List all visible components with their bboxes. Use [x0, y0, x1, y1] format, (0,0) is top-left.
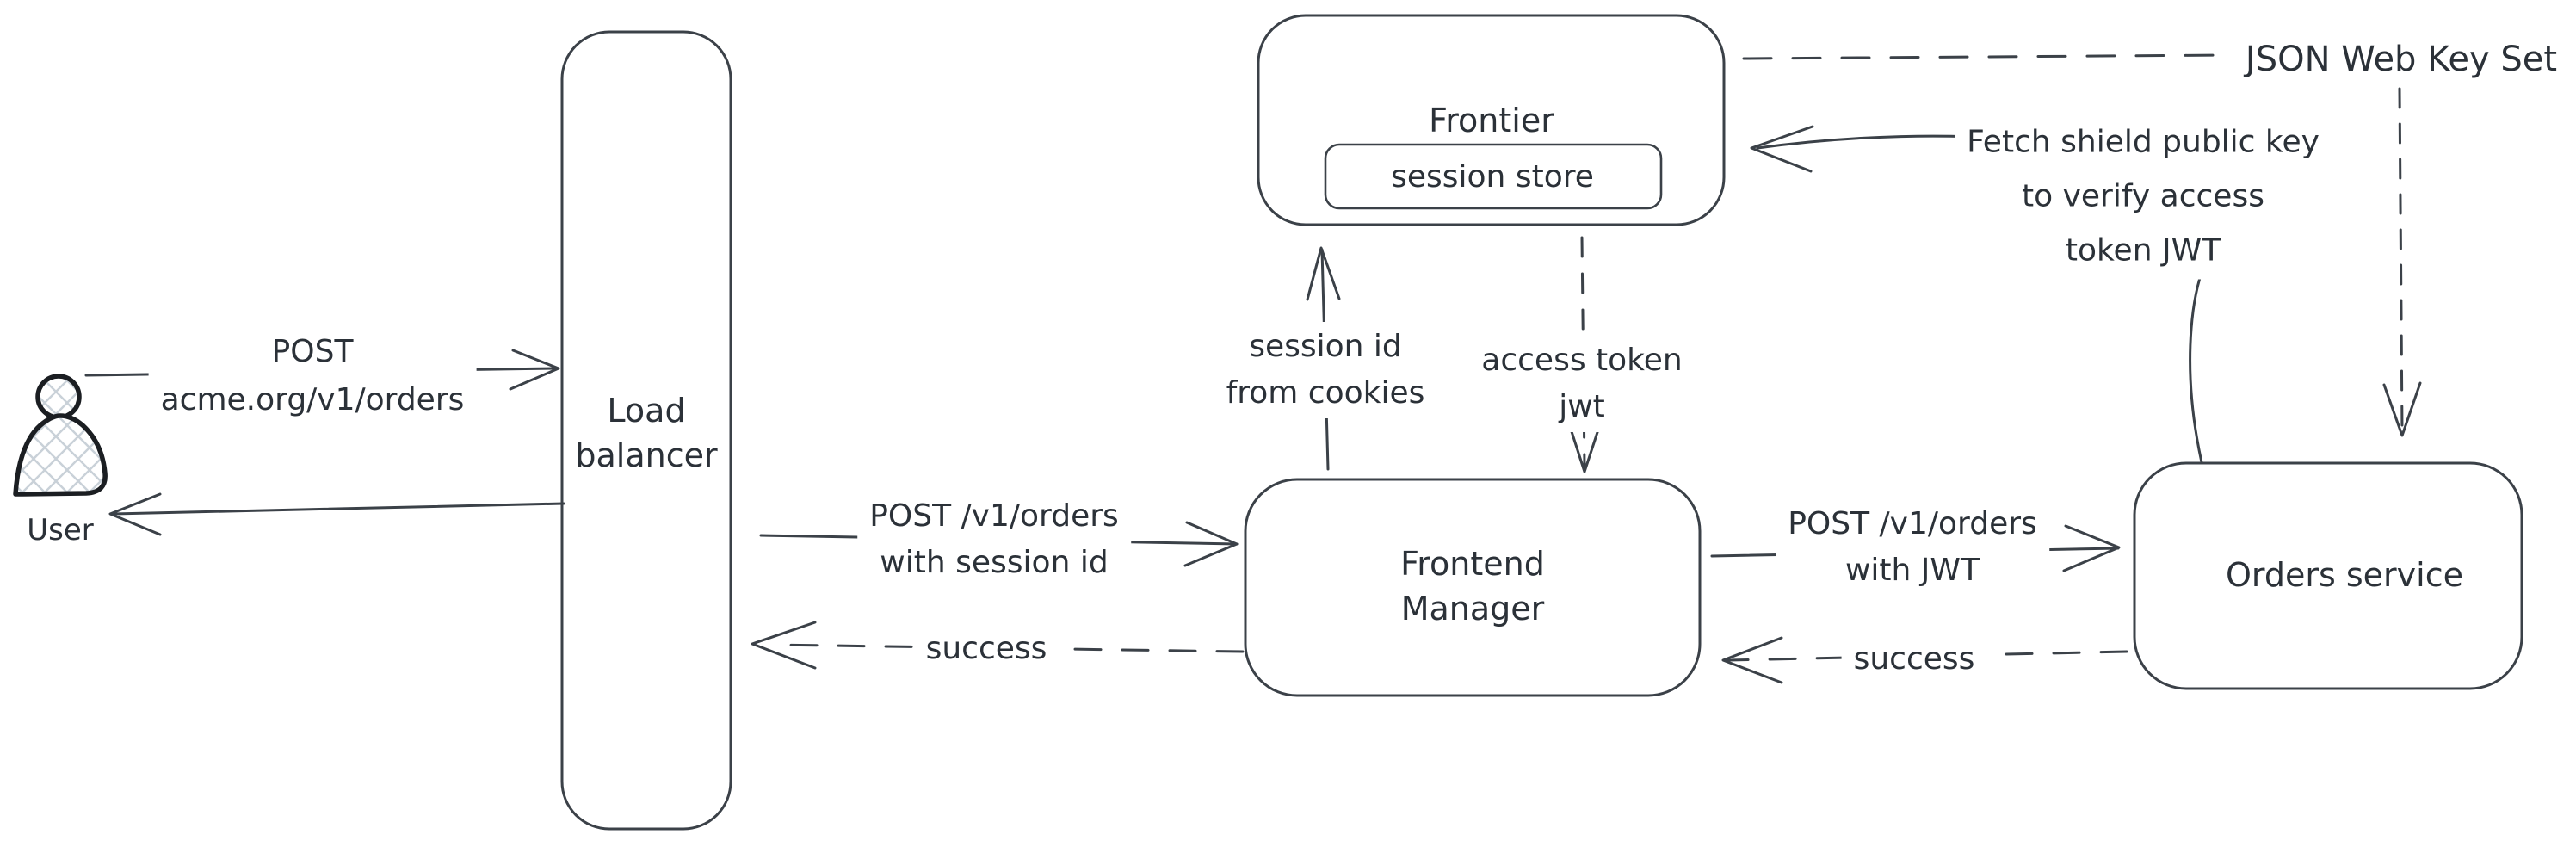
edge-jwks-to-orders-service	[2382, 87, 2422, 437]
edge-label-success-left: success	[913, 624, 1059, 674]
edge-frontier-to-jwks	[1742, 53, 2226, 60]
edge-load-balancer-to-user	[108, 492, 565, 536]
edge-label-success-right: success	[1841, 634, 1987, 684]
edge-label-fetch-shield-public-key: Fetch shield public key to verify access…	[1955, 113, 2332, 280]
edge-label-access-token-jwt: access token jwt	[1469, 336, 1695, 432]
frontend-manager-box	[1244, 478, 1702, 697]
session-store-box	[1324, 143, 1663, 210]
edge-label-post-orders-jwt: POST /v1/orders with JWT	[1776, 499, 2049, 596]
edge-label-json-web-key-set: JSON Web Key Set	[2245, 40, 2558, 79]
frontier-label: Frontier	[1429, 102, 1554, 139]
load-balancer-label: Load balancer	[575, 392, 718, 474]
session-store-label: session store	[1391, 159, 1594, 195]
person-icon	[13, 374, 108, 497]
edge-label-session-id-from-cookies: session id from cookies	[1214, 322, 1437, 418]
orders-service-label: Orders service	[2226, 556, 2463, 594]
user-label: User	[27, 513, 94, 547]
frontend-manager-label: Frontend Manager	[1400, 545, 1545, 628]
orders-service-box	[2133, 461, 2523, 690]
frontier-box	[1257, 14, 1726, 226]
edge-label-post-orders-session-id: POST /v1/orders with session id	[857, 492, 1131, 588]
edge-label-post-acme-orders: POST acme.org/v1/orders	[148, 326, 477, 426]
load-balancer-box	[560, 30, 732, 831]
